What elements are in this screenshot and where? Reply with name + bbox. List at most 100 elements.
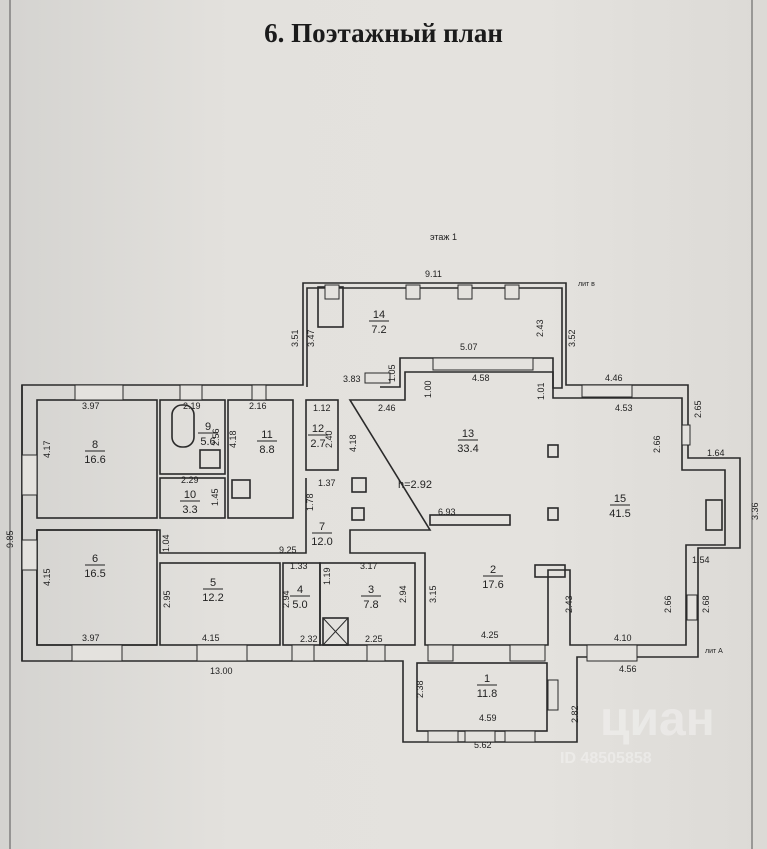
room-5: 512.2 [202, 577, 223, 604]
dim: 4.17 [42, 440, 52, 458]
dim: 9.85 [5, 530, 15, 548]
floor-label: этаж 1 [430, 232, 457, 242]
counter [429, 514, 511, 526]
svg-text:4: 4 [297, 584, 303, 596]
room-14: 147.2 [369, 309, 389, 336]
room-1: 111.8 [477, 673, 498, 700]
svg-text:10: 10 [184, 489, 196, 501]
dim: 1.45 [210, 488, 220, 506]
watermark-cian: циан [600, 693, 715, 746]
room-8: 816.6 [84, 439, 105, 466]
dim: 2.95 [162, 590, 172, 608]
svg-text:17.6: 17.6 [482, 579, 503, 591]
dim: 2.29 [181, 475, 199, 485]
svg-text:16.6: 16.6 [84, 454, 105, 466]
room-3: 37.8 [361, 584, 381, 611]
dim: 2.94 [398, 585, 408, 603]
svg-text:3.3: 3.3 [182, 504, 197, 516]
dim: 3.15 [428, 585, 438, 603]
outer-wall [21, 282, 741, 743]
svg-text:7: 7 [319, 521, 325, 533]
stove-icon [351, 477, 367, 493]
room-13-15-2-outline [348, 371, 726, 646]
dim: 4.46 [605, 373, 623, 383]
windows [21, 284, 698, 743]
svg-text:33.4: 33.4 [457, 443, 478, 455]
dim: 1.78 [305, 493, 315, 511]
svg-text:8.8: 8.8 [259, 444, 274, 456]
dim: 4.18 [348, 434, 358, 452]
bathtub-icon [171, 404, 195, 448]
dim: 9.11 [425, 269, 442, 279]
room-7-6-outline [36, 478, 307, 646]
dim: 4.15 [202, 633, 220, 643]
svg-text:2.7: 2.7 [310, 438, 325, 450]
dim: 4.15 [42, 568, 52, 586]
dim: 3.51 [290, 329, 300, 347]
dim: 3.83 [343, 374, 361, 384]
dim: 1.64 [707, 448, 725, 458]
room-11: 118.8 [257, 429, 277, 456]
dim: 2.65 [693, 400, 703, 418]
room-14-outline [306, 287, 563, 389]
dimensions: 9.11 3.51 3.47 2.43 3.52 5.07 1.05 3.83 … [5, 269, 760, 750]
room-9: 95.6 [198, 421, 218, 448]
dim: 2.68 [701, 595, 711, 613]
room-15: 15 41.5 [609, 493, 630, 520]
room-6-outline [36, 529, 158, 646]
watermark-id: ID 48505858 [560, 750, 652, 767]
ceiling-height: h=2.92 [398, 479, 432, 491]
dim: 9.25 [279, 545, 297, 555]
dim: 3.97 [82, 633, 100, 643]
dim: 5.07 [460, 342, 478, 352]
svg-text:11: 11 [261, 429, 272, 441]
room-12: 122.7 [308, 423, 328, 450]
svg-text:12.2: 12.2 [202, 592, 223, 604]
dim: 2.32 [300, 634, 318, 644]
svg-text:12: 12 [312, 423, 324, 435]
svg-text:5.6: 5.6 [200, 436, 215, 448]
room-10: 103.3 [180, 489, 200, 516]
dim: 1.04 [161, 534, 171, 552]
svg-text:13: 13 [462, 428, 474, 440]
dim: 2.66 [652, 435, 662, 453]
svg-text:5: 5 [210, 577, 216, 589]
lit-b-label: лит в [578, 281, 595, 288]
dim: 4.18 [228, 430, 238, 448]
svg-text:15: 15 [614, 493, 626, 505]
room-7: 712.0 [311, 521, 332, 548]
dim: 3.97 [82, 401, 100, 411]
dim: 2.40 [324, 430, 334, 448]
dim: 2.25 [365, 634, 383, 644]
column [547, 444, 559, 458]
dim: 6.93 [438, 507, 456, 517]
lit-a-label: лит А [705, 648, 723, 655]
svg-text:5.0: 5.0 [292, 599, 307, 611]
dim: 4.56 [619, 664, 637, 674]
dim: 2.38 [415, 680, 425, 698]
svg-text:41.5: 41.5 [609, 508, 630, 520]
dim: 1.37 [318, 478, 336, 488]
toilet-icon [199, 449, 221, 469]
svg-text:12.0: 12.0 [311, 536, 332, 548]
dim: 2.46 [378, 403, 396, 413]
dim: 4.10 [614, 633, 632, 643]
column [547, 507, 559, 521]
dim: 4.53 [615, 403, 633, 413]
boiler-icon [231, 479, 251, 499]
stair-box [322, 617, 349, 646]
svg-text:3: 3 [368, 584, 374, 596]
dim: 1.01 [536, 382, 546, 400]
svg-text:8: 8 [92, 439, 98, 451]
stair-cross [322, 617, 349, 646]
svg-text:14: 14 [373, 309, 385, 321]
dim: 2.82 [570, 705, 580, 723]
dim: 3.36 [750, 502, 760, 520]
room-12-outline [305, 399, 339, 471]
dim: 2.16 [249, 401, 267, 411]
svg-text:7.8: 7.8 [363, 599, 378, 611]
dim: 1.12 [313, 403, 331, 413]
svg-text:2: 2 [490, 564, 496, 576]
